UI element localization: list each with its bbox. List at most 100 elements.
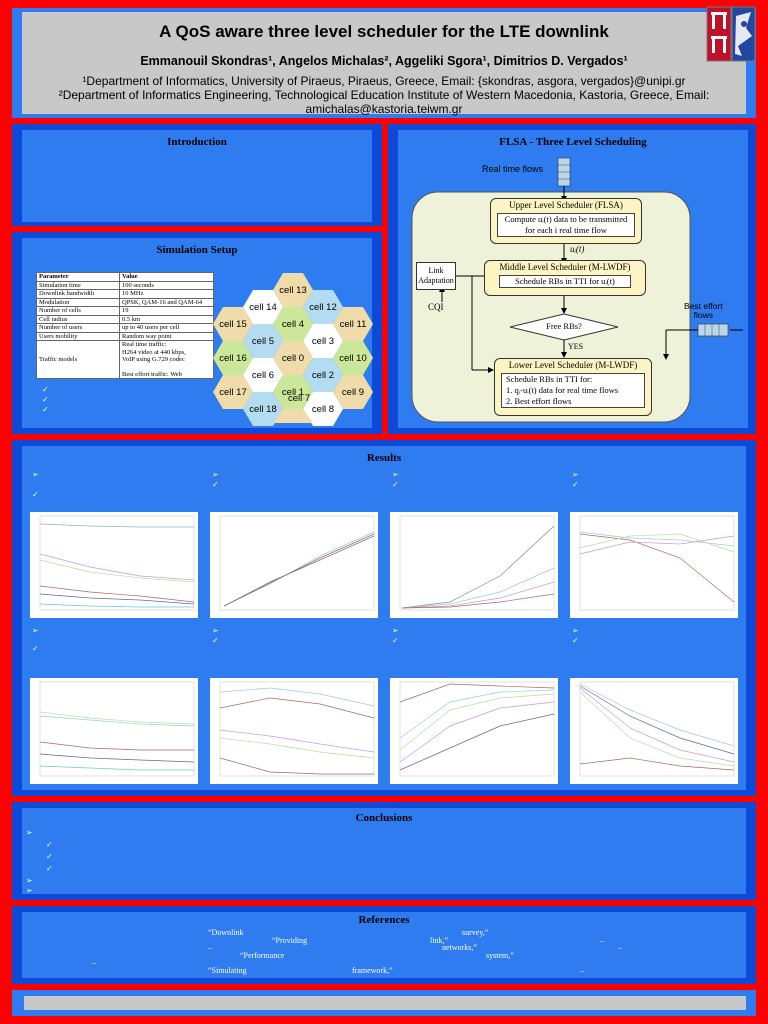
link-label: Link — [428, 266, 444, 275]
references-inner: References “Downlink survey,” “Providing… — [22, 912, 746, 978]
reference-fragment: networks,” — [442, 943, 477, 952]
flsa-inner: FLSA - Three Level Scheduling Real time … — [398, 130, 748, 428]
simulation-title: Simulation Setup — [156, 244, 238, 256]
queue-icon — [557, 157, 571, 187]
result-chart-4 — [570, 512, 738, 618]
upper-body-line: for each i real time flow — [525, 225, 607, 235]
lower-body-line: Schedule RBs in TTI for: — [506, 374, 593, 384]
ui-label: uᵢ(t) — [570, 244, 585, 254]
table-cell: Downlink bandwidth — [36, 289, 120, 299]
table-header-value: Value — [119, 272, 214, 282]
conclusions-inner: Conclusions ➢ ✓ ✓ ✓ ➢ ➢ — [22, 808, 746, 895]
yes-label: YES — [568, 342, 584, 351]
table-cell: 0.5 km — [119, 314, 214, 324]
checkmark-icon: ✓ — [212, 636, 219, 645]
upper-level-title: Upper Level Scheduler (FLSA) — [509, 200, 623, 210]
reference-fragment: survey,” — [462, 928, 489, 937]
table-cell: Cell radius — [36, 314, 120, 324]
free-rbs-label: Free RBs? — [546, 321, 582, 331]
arrow-bullet-icon: ➢ — [32, 626, 39, 635]
arrow-bullet-icon: ➢ — [26, 886, 33, 895]
table-cell: Simulation time — [36, 280, 120, 290]
references-title: References — [358, 914, 410, 926]
lower-body-line: 1. qᵢ-uᵢ(t) data for real time flows — [506, 385, 619, 395]
upper-level-body: Compute uᵢ(t) data to be transmitted for… — [497, 213, 635, 237]
header-panel: A QoS aware three level scheduler for th… — [12, 6, 756, 118]
checkmark-icon: ✓ — [32, 490, 39, 499]
best-effort-queue-icon — [697, 323, 729, 337]
cell-layout-map: cell 13 cell 14 cell 12 cell 15 cell 4 c… — [213, 268, 373, 426]
reference-fragment: link,” — [430, 936, 448, 945]
footer-panel — [12, 990, 756, 1016]
reference-fragment: “Providing — [272, 936, 308, 945]
real-time-flows-label: Real time flows — [482, 164, 544, 174]
result-chart-5 — [30, 678, 198, 784]
results-panel: Results ➢ ✓ ➢ ✓ ➢ ✓ ➢ ✓ ➢ ✓ ➢ ✓ ➢ ✓ ➢ ✓ — [12, 440, 756, 796]
reference-fragment: system,” — [486, 951, 514, 960]
reference-fragment: “Simulating — [208, 966, 247, 975]
checkmark-icon: ✓ — [392, 480, 399, 489]
result-chart-3 — [390, 512, 558, 618]
reference-fragment: “Downlink — [208, 928, 244, 937]
upper-body-line: Compute uᵢ(t) data to be transmitted — [504, 214, 628, 224]
result-chart-2 — [210, 512, 378, 618]
header-box: A QoS aware three level scheduler for th… — [22, 12, 746, 116]
checkmark-icon: ✓ — [572, 636, 579, 645]
checkmark-icon: ✓ — [46, 840, 53, 849]
table-row: Traffic models Real time traffic: H264 v… — [36, 340, 214, 379]
checkmark-icon: ✓ — [212, 480, 219, 489]
best-effort-line: Best effort — [684, 301, 723, 311]
link-adaptation-box: Link Adaptation — [416, 262, 456, 290]
table-cell: 10 MHz — [119, 289, 214, 299]
table-cell: Modulation — [36, 297, 120, 307]
lower-level-scheduler-box: Lower Level Scheduler (M-LWDF) Schedule … — [494, 358, 652, 416]
checkmark-icon: ✓ — [42, 385, 49, 394]
arrow-bullet-icon: ➢ — [392, 470, 399, 479]
table-cell: Traffic models — [36, 340, 120, 379]
traffic-line: VoIP using G.729 codec — [122, 356, 185, 363]
arrow-bullet-icon: ➢ — [32, 470, 39, 479]
affiliation-2: ²Department of Informatics Engineering, … — [58, 88, 710, 102]
traffic-line: H264 video at 440 kbps, — [122, 348, 186, 356]
result-chart-1 — [30, 512, 198, 618]
dash-mark: – — [600, 936, 604, 945]
checkmark-icon: ✓ — [32, 644, 39, 653]
introduction-inner: Introduction — [22, 130, 372, 222]
upper-level-scheduler-box: Upper Level Scheduler (FLSA) Compute uᵢ(… — [490, 198, 642, 244]
arrow-bullet-icon: ➢ — [26, 828, 33, 837]
dash-mark: – — [580, 966, 584, 975]
results-title: Results — [366, 452, 402, 464]
table-cell-traffic: Real time traffic: H264 video at 440 kbp… — [119, 340, 214, 379]
result-chart-6 — [210, 678, 378, 784]
affiliation-3: amichalas@kastoria.teiwm.gr — [305, 102, 463, 116]
dash-mark: – — [618, 943, 622, 952]
best-effort-label: Best effort flows — [684, 302, 723, 320]
traffic-line: Real time traffic: — [122, 341, 167, 348]
table-cell: 100 seconds — [119, 280, 214, 290]
table-cell: Users mobility — [36, 331, 120, 341]
footer-bar — [24, 996, 746, 1010]
flsa-panel: FLSA - Three Level Scheduling Real time … — [388, 124, 756, 434]
adaptation-label: Adaptation — [418, 276, 454, 285]
dash-mark: – — [92, 958, 96, 967]
table-cell: up to 40 users per cell — [119, 323, 214, 333]
arrow-bullet-icon: ➢ — [212, 626, 219, 635]
checkmark-icon: ✓ — [42, 405, 49, 414]
table-cell: Random way point — [119, 331, 214, 341]
table-cell: 19 — [119, 306, 214, 316]
cell-hex — [273, 409, 313, 423]
checkmark-icon: ✓ — [46, 864, 53, 873]
poster-title: A QoS aware three level scheduler for th… — [159, 22, 609, 41]
cell-7-label: cell 7 — [288, 393, 311, 404]
checkmark-icon: ✓ — [572, 480, 579, 489]
checkmark-icon: ✓ — [392, 636, 399, 645]
conclusions-title: Conclusions — [355, 812, 413, 824]
middle-level-scheduler-box: Middle Level Scheduler (M-LWDF) Schedule… — [484, 260, 646, 296]
